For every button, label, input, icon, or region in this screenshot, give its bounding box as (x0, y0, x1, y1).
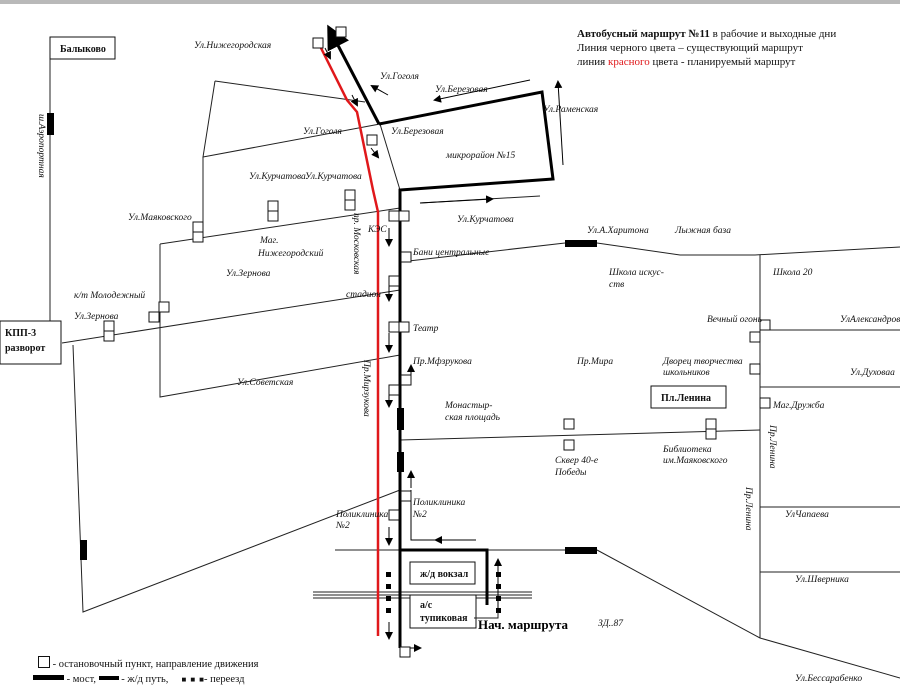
label: пр. Московская (351, 213, 361, 274)
label: Маг. (259, 236, 279, 246)
map-title-block: Автобусный маршрут №11 в рабочие и выход… (577, 27, 836, 69)
label: Театр (413, 324, 439, 334)
label: КЭС (367, 225, 387, 235)
label: Ул.Духоваа (850, 368, 895, 378)
legend-stop: - остановочный пункт, направление движен… (50, 659, 259, 670)
bridge-icon (33, 675, 64, 680)
direction-arrows (323, 47, 564, 652)
box-kpp3: КПП-3 (5, 328, 36, 339)
bus-stops (103, 26, 771, 658)
label: Ул.Зернова (226, 269, 271, 279)
stop-icon (38, 656, 50, 668)
rail-icon (98, 676, 119, 680)
planned-route (316, 41, 380, 636)
label: школьников (663, 368, 710, 378)
label: Лыжная база (674, 225, 731, 236)
box-kpp3-sub: разворот (5, 343, 45, 354)
label: Пр.Мира (576, 357, 613, 367)
label: Пр.Ленина (767, 424, 777, 469)
label: Нижегородский (257, 248, 324, 259)
existing-route (327, 24, 555, 648)
title-line-2: Линия черного цвета – существующий маршр… (577, 42, 803, 54)
label: Ул.Раменская (543, 105, 598, 115)
title-line-3-red: красного (607, 56, 650, 68)
railway-crossings (386, 572, 501, 613)
label: ш.Аэропортная (36, 114, 46, 178)
title-rest: в рабочие и выходные дни (709, 28, 837, 40)
title-line-3a: линия (577, 56, 608, 68)
label: Пр.Мирзукова (361, 359, 371, 417)
label: Ул.Березовая (435, 85, 488, 95)
label: Монастыр- (444, 401, 492, 411)
label: Ул.Советская (237, 378, 293, 388)
label: Вечный огонь (707, 314, 763, 325)
label: Ул.А.Харитона (587, 226, 649, 236)
label: Ул.Курчатова (305, 172, 362, 182)
label: Ул.Гоголя (303, 127, 342, 137)
legend: - остановочный пункт, направление движен… (0, 656, 258, 687)
label: микрорайон №15 (445, 150, 516, 161)
legend-rail: - ж/д путь, (118, 674, 169, 685)
label: Сквер 40-е (555, 456, 598, 466)
label: Ул.Шверника (795, 575, 849, 585)
label: Школа 20 (772, 268, 813, 278)
title-bold: Автобусный маршрут №11 (577, 28, 710, 40)
label: Ул.Маяковского (128, 213, 192, 223)
label: Бани центральные (412, 248, 489, 258)
label: УлЧапаева (785, 510, 829, 520)
box-bus-station: а/с (420, 600, 433, 611)
label: УлАлександрова (840, 314, 900, 325)
label: Поликлиника (335, 510, 388, 520)
label: №2 (335, 521, 350, 531)
title-line-3b: цвета - планируемый маршрут (649, 56, 796, 68)
label: Ул.Зернова (74, 312, 119, 322)
label: Победы (554, 467, 587, 478)
window-top-border (0, 0, 900, 4)
label: №2 (412, 510, 427, 520)
label: им.Маяковского (663, 456, 728, 466)
label: Ул.Бессарабенко (795, 673, 862, 684)
box-balykovo: Балыково (60, 44, 106, 55)
label: Школа искус- (608, 268, 664, 278)
label: Пр.Мфзрукова (412, 356, 472, 367)
label: Ул.Гоголя (380, 72, 419, 82)
label: Ул.Курчатова (249, 172, 306, 182)
label: Ул.Курчатова (457, 215, 514, 225)
label: стадион (346, 289, 381, 300)
label: ств (609, 280, 624, 290)
legend-bridge: - мост, (64, 674, 96, 685)
label: ская площадь (445, 412, 501, 423)
place-boxes: Балыково КПП-3 разворот Пл.Ленина ж/д во… (0, 36, 727, 632)
box-bus-station-sub: тупиковая (420, 613, 468, 624)
label: Поликлиника (412, 498, 465, 508)
label: Библиотека (662, 444, 712, 455)
crossing-icon: ■ ■ ■ (181, 675, 205, 684)
box-zd-vokzal: ж/д вокзал (420, 569, 469, 580)
street-labels: Ул.Нижегородская Ул.Гоголя Ул.Березовая … (36, 40, 900, 684)
label: Ул.Березовая (391, 127, 444, 137)
legend-crossing: - переезд (204, 674, 245, 685)
label: к/т Молодежный (74, 290, 145, 301)
box-pl-lenina: Пл.Ленина (661, 393, 711, 404)
label: Пр.Ленина (743, 486, 753, 531)
label: Маг.Дружба (772, 400, 825, 411)
label: Дворец творчества (662, 357, 743, 367)
label: ЗД..87 (598, 619, 624, 629)
label: Ул.Нижегородская (194, 40, 271, 51)
route-start-label: Нач. маршрута (478, 617, 568, 632)
